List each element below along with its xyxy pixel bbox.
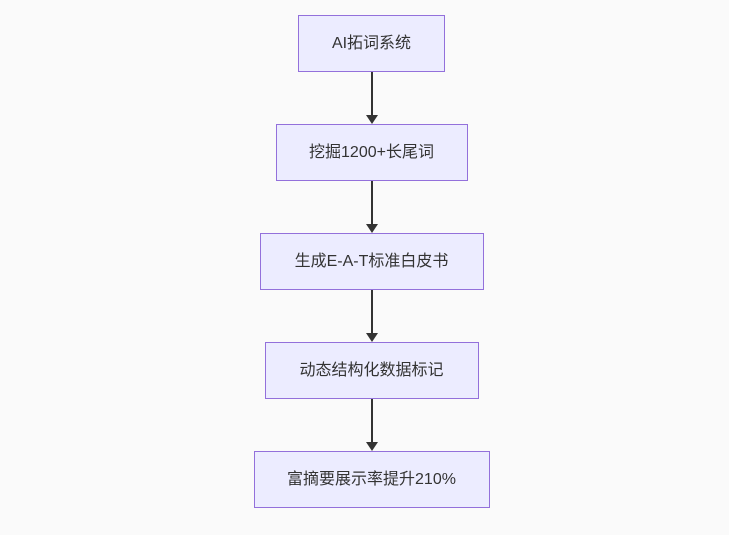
flow-node-longtail-mining: 挖掘1200+长尾词	[275, 124, 468, 181]
arrow-down-icon	[365, 442, 378, 451]
flow-node-label: 挖掘1200+长尾词	[309, 143, 434, 161]
arrow-line	[370, 72, 373, 115]
flow-edge-3	[365, 290, 378, 342]
arrow-line	[370, 399, 373, 442]
flow-node-ai-word-system: AI拓词系统	[298, 15, 445, 72]
flow-edge-1	[365, 72, 378, 124]
flow-edge-2	[365, 181, 378, 233]
arrow-down-icon	[365, 224, 378, 233]
flow-node-structured-data: 动态结构化数据标记	[264, 342, 479, 399]
flow-node-label: 富摘要展示率提升210%	[287, 470, 456, 488]
flow-edge-4	[365, 399, 378, 451]
flow-node-label: 生成E-A-T标准白皮书	[294, 252, 449, 270]
arrow-line	[370, 290, 373, 333]
flow-node-rich-snippet-result: 富摘要展示率提升210%	[253, 451, 490, 508]
arrow-down-icon	[365, 115, 378, 124]
flow-node-eat-whitepaper: 生成E-A-T标准白皮书	[259, 233, 484, 290]
flowchart: AI拓词系统 挖掘1200+长尾词 生成E-A-T标准白皮书 动态结构化数据标记	[253, 0, 490, 508]
arrow-line	[370, 181, 373, 224]
flow-node-label: 动态结构化数据标记	[299, 361, 444, 379]
arrow-down-icon	[365, 333, 378, 342]
flow-node-label: AI拓词系统	[331, 34, 412, 52]
